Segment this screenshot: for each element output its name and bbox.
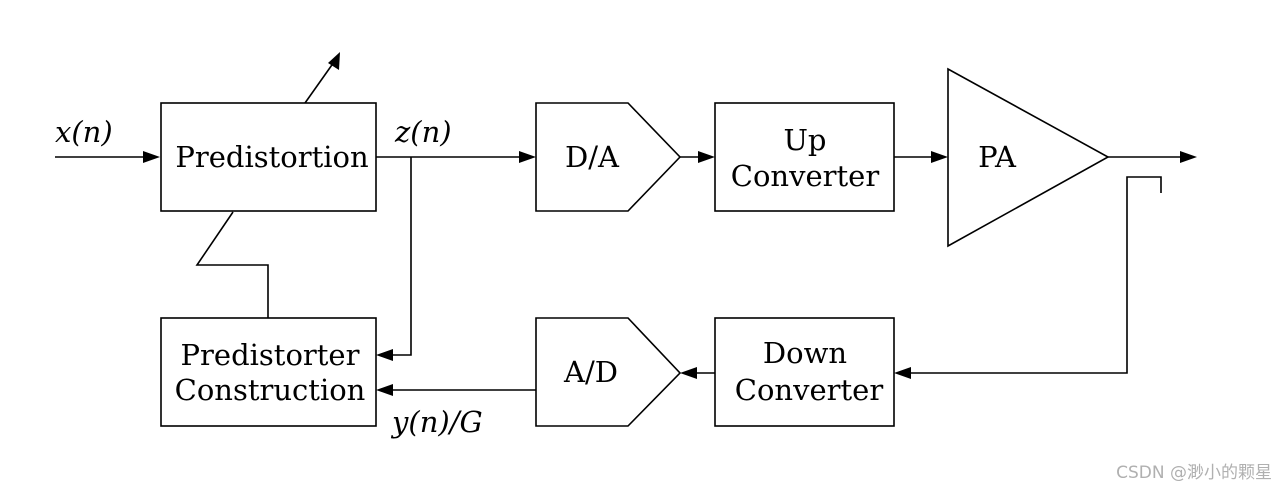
ad-label: A/D xyxy=(563,355,618,389)
adjustable-arrowhead xyxy=(328,52,340,70)
feedback-signal-label: y(n)/G xyxy=(390,405,483,439)
da-input-arrowhead xyxy=(519,151,536,163)
coupler-tap-wire xyxy=(904,176,1162,374)
down-converter-label-line2: Converter xyxy=(735,373,884,407)
da-label: D/A xyxy=(565,140,620,174)
input-arrowhead xyxy=(143,151,160,163)
upconverter-input-arrowhead xyxy=(698,151,715,163)
down-converter-block xyxy=(714,317,895,427)
predistorter-construction-block xyxy=(160,317,377,427)
predistorter-construction-label-line1: Predistorter xyxy=(181,338,360,372)
construction-y-arrowhead xyxy=(376,384,393,396)
input-signal-label: x(n) xyxy=(55,115,113,149)
ad-input-arrowhead xyxy=(680,367,697,379)
z-tap-wire xyxy=(386,157,412,356)
predistorted-signal-label: z(n) xyxy=(394,115,452,149)
da-block xyxy=(535,102,682,212)
predistorter-construction-label-line2: Construction xyxy=(175,373,366,407)
pa-block xyxy=(947,67,1110,248)
predistortion-block xyxy=(160,102,377,212)
up-converter-block xyxy=(714,102,895,212)
pa-input-arrowhead xyxy=(931,151,948,163)
coefficient-update-wire xyxy=(195,211,269,318)
adjustable-arrow-line xyxy=(304,61,335,104)
up-converter-label-line1: Up xyxy=(783,123,826,157)
pa-label: PA xyxy=(978,140,1017,174)
down-converter-label-line1: Down xyxy=(763,336,847,370)
csdn-watermark: CSDN @渺小的颗星 xyxy=(1116,463,1272,483)
up-converter-label-line2: Converter xyxy=(731,159,880,193)
downconverter-input-arrowhead xyxy=(894,367,911,379)
ad-block xyxy=(535,317,682,427)
output-arrowhead xyxy=(1180,151,1197,163)
construction-z-arrowhead xyxy=(376,349,393,361)
predistortion-label: Predistortion xyxy=(175,140,368,174)
